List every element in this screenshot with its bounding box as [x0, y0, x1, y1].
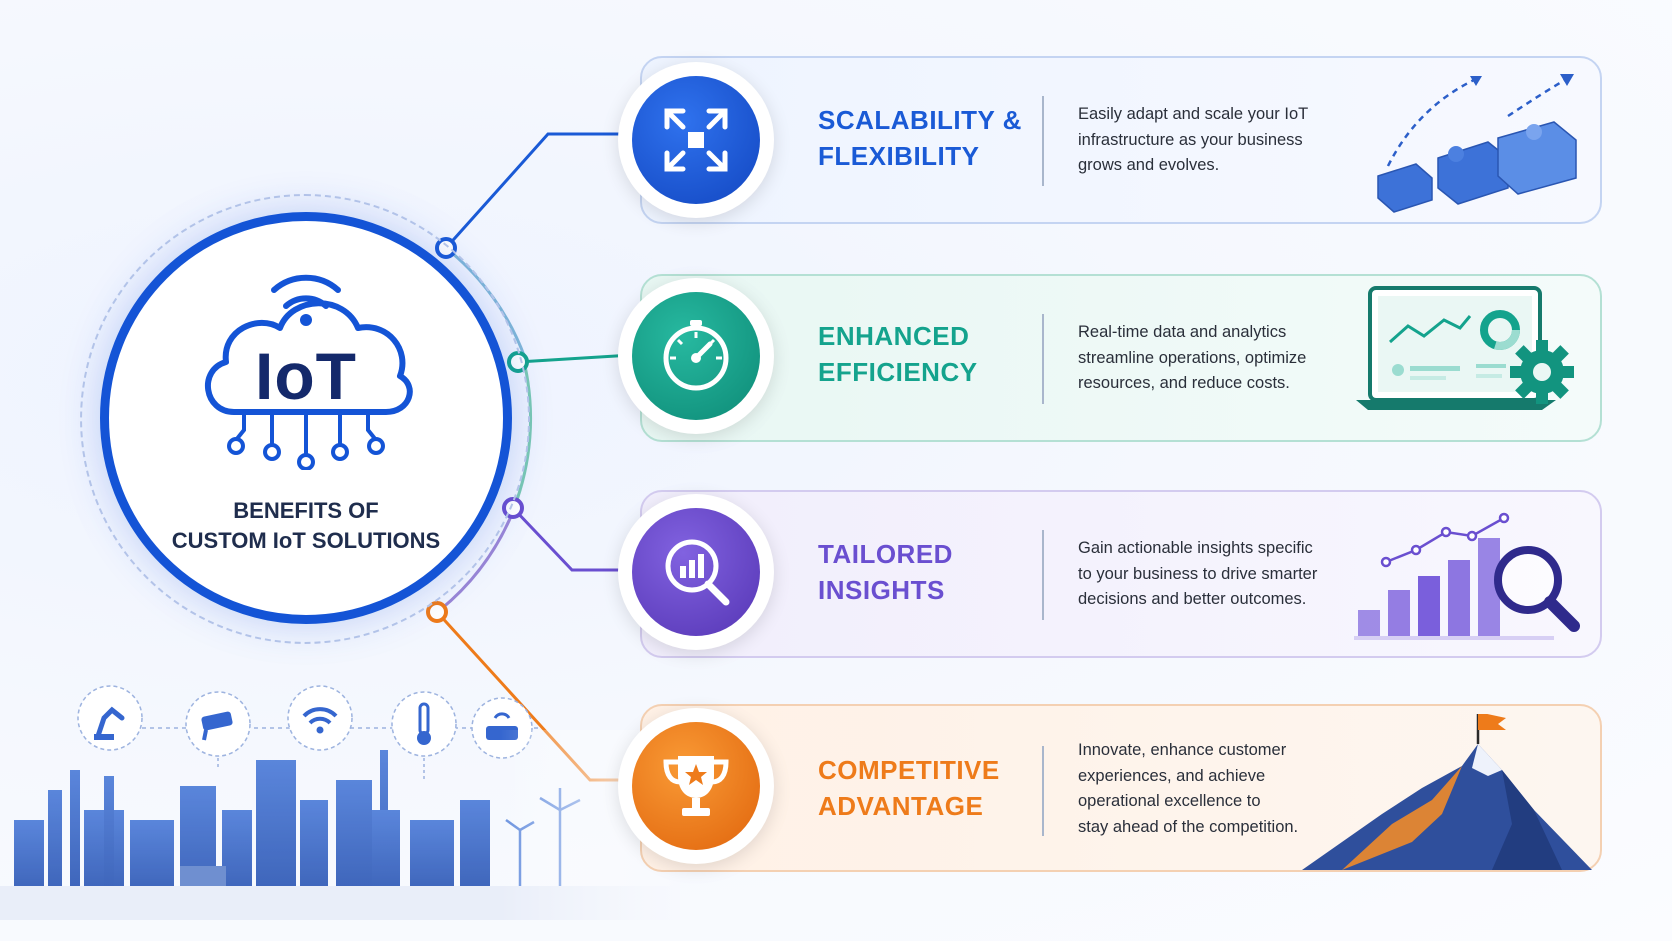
desc-line: Easily adapt and scale your IoT [1078, 105, 1309, 123]
smart-city-illustration [0, 685, 680, 920]
desc-line: grows and evolves. [1078, 156, 1220, 174]
desc-line: experiences, and achieve [1078, 766, 1266, 785]
security-camera-icon [185, 691, 251, 757]
benefit-card-insights: TAILORED INSIGHTS Gain actionable insigh… [618, 490, 1602, 658]
magnifier-chart-icon [632, 508, 760, 636]
wifi-signal-icon [271, 274, 341, 293]
hub-title-line2: CUSTOM IoT SOLUTIONS [171, 528, 441, 553]
desc-line: decisions and better outcomes. [1078, 590, 1307, 608]
speedometer-icon [632, 292, 760, 420]
card-description: Gain actionable insights specific to you… [1078, 536, 1340, 613]
hub-title-line1: BENEFITS OF [233, 498, 379, 523]
card-title: SCALABILITY & FLEXIBILITY [818, 102, 1022, 174]
puzzle-growth-illustration [1377, 74, 1577, 213]
connector-insights [511, 506, 632, 572]
robot-arm-icon [77, 685, 143, 751]
hub-halo [80, 194, 530, 644]
node-advantage [426, 601, 448, 623]
desc-line: to your business to drive smarter [1078, 564, 1318, 583]
laptop-dashboard-gear-illustration [1356, 286, 1574, 410]
iot-logo-text: IoT [255, 339, 357, 413]
card-title: ENHANCED EFFICIENCY [818, 318, 978, 390]
card-title-line2: INSIGHTS [818, 575, 945, 605]
divider [1042, 746, 1044, 836]
thermometer-icon [391, 691, 457, 757]
card-description: Real-time data and analytics streamline … [1078, 320, 1340, 397]
expand-arrows-icon [632, 76, 760, 204]
trophy-star-icon [632, 722, 760, 850]
divider [1042, 530, 1044, 620]
desc-line: infrastructure as your business [1078, 130, 1303, 149]
bar-chart-magnifier-illustration [1354, 512, 1580, 640]
mountain-flag-illustration [1302, 714, 1592, 870]
connector-scalability [444, 132, 632, 250]
desc-line: resources, and reduce costs. [1078, 374, 1290, 392]
card-title-line2: ADVANTAGE [818, 791, 984, 821]
card-title-line1: ENHANCED [818, 321, 970, 351]
desc-line: Innovate, enhance customer [1078, 741, 1287, 759]
connector-efficiency [517, 353, 633, 364]
gear-icon [1510, 340, 1574, 404]
wifi-icon [287, 685, 353, 751]
icon-ring [618, 494, 774, 650]
card-description: Innovate, enhance customer experiences, … [1078, 738, 1340, 840]
desc-line: operational excellence to [1078, 792, 1261, 810]
card-description: Easily adapt and scale your IoT infrastr… [1078, 102, 1340, 179]
card-title: TAILORED INSIGHTS [818, 536, 953, 608]
hub-title: BENEFITS OF CUSTOM IoT SOLUTIONS [100, 496, 512, 556]
card-title-line2: FLEXIBILITY [818, 141, 980, 171]
card-title-line1: TAILORED [818, 539, 953, 569]
hub-arc-purple [439, 513, 514, 612]
truck-icon [180, 866, 226, 886]
hub-arc-teal [512, 365, 533, 509]
divider [1042, 96, 1044, 186]
card-title-line1: SCALABILITY & [818, 105, 1022, 135]
desc-line: stay ahead of the competition. [1078, 817, 1299, 836]
card-title-line2: EFFICIENCY [818, 357, 978, 387]
icon-ring [618, 708, 774, 864]
desc-line: streamline operations, optimize [1078, 348, 1307, 367]
benefit-card-scalability: SCALABILITY & FLEXIBILITY Easily adapt a… [618, 56, 1602, 224]
icon-ring [618, 62, 774, 218]
card-title-line1: COMPETITIVE [818, 755, 1000, 785]
benefit-card-advantage: COMPETITIVE ADVANTAGE Innovate, enhance … [618, 704, 1602, 872]
desc-line: Gain actionable insights specific [1078, 539, 1313, 557]
desc-line: Real-time data and analytics [1078, 323, 1287, 341]
icon-ring [618, 278, 774, 434]
card-title: COMPETITIVE ADVANTAGE [818, 752, 1000, 824]
cloud-icon [204, 274, 413, 470]
benefit-card-efficiency: ENHANCED EFFICIENCY Real-time data and a… [618, 274, 1602, 442]
divider [1042, 314, 1044, 404]
